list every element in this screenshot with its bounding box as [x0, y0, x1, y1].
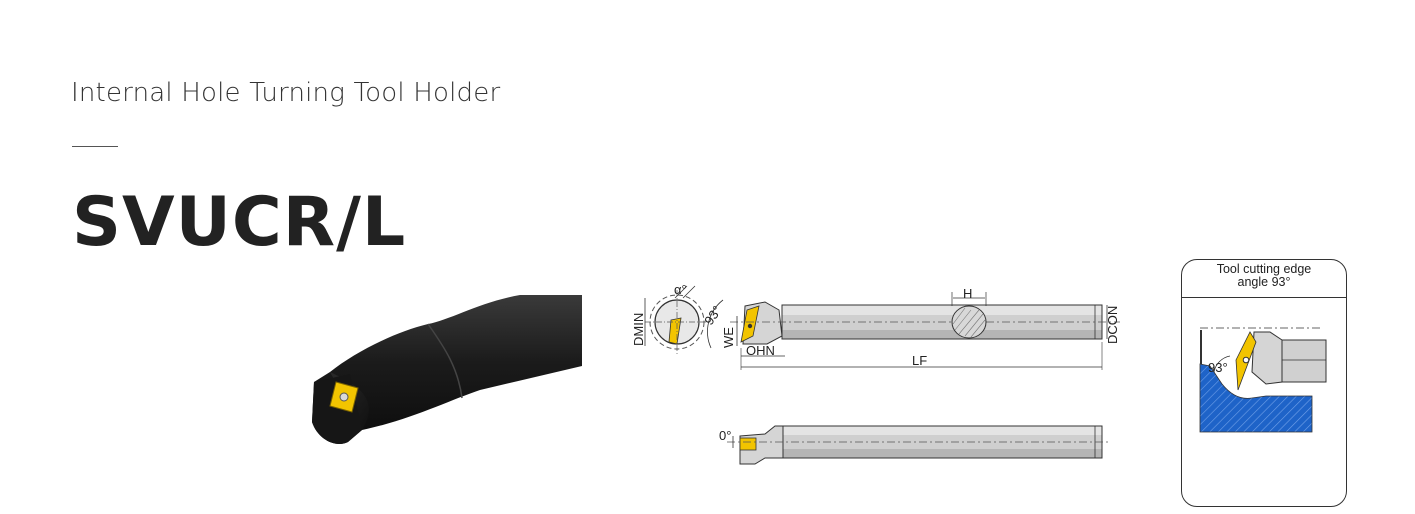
cutting-angle-diagram: 93°	[1199, 327, 1327, 433]
card-title: Tool cutting edge angle 93°	[1182, 263, 1346, 289]
card-title-line1: Tool cutting edge	[1216, 262, 1312, 276]
card-angle-label: 93°	[1208, 360, 1228, 375]
cutting-angle-card: Tool cutting edge angle 93° 93°	[1181, 259, 1347, 507]
h-label: H	[963, 286, 972, 301]
main-angle-label: 93°	[701, 303, 725, 328]
technical-drawing: DMIN α° H DCON 93° WE OHN	[631, 282, 1120, 465]
alpha-label: α°	[674, 282, 687, 297]
lf-label: LF	[912, 353, 927, 368]
dmin-label: DMIN	[631, 313, 646, 346]
we-label: WE	[721, 327, 736, 348]
ohn-label: OHN	[746, 343, 775, 358]
end-view: DMIN α°	[631, 282, 709, 354]
card-title-line2: angle 93°	[1237, 275, 1291, 289]
tool-holder-photo	[312, 295, 582, 444]
side-view-bottom: 0°	[719, 425, 1110, 465]
title-divider	[72, 146, 118, 147]
side-view-top: H DCON 93° WE OHN LF	[701, 286, 1120, 370]
card-divider	[1182, 297, 1346, 298]
product-subtitle: Internal Hole Turning Tool Holder	[71, 78, 501, 108]
product-model-title: SVUCR/L	[72, 183, 407, 262]
dcon-label: DCON	[1105, 306, 1120, 344]
side-angle-label: 0°	[719, 428, 731, 443]
workpiece	[1199, 363, 1313, 433]
